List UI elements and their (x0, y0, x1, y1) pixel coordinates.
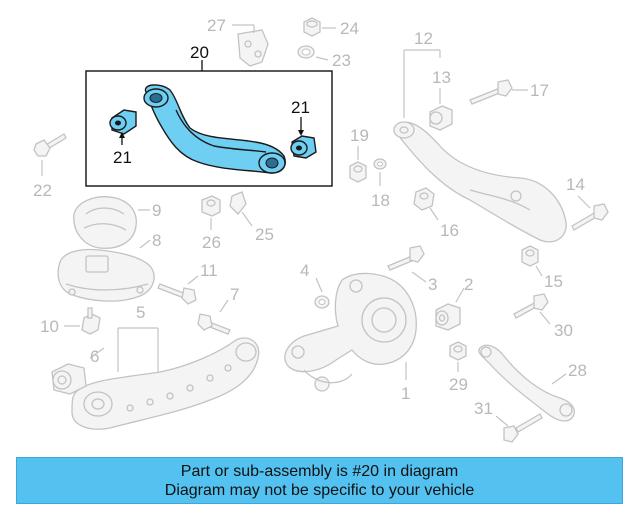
callout-21-right: 21 (291, 98, 310, 117)
callout-17: 17 (530, 81, 549, 100)
part-11-bolt[interactable] (157, 283, 197, 305)
part-9-cover[interactable] (73, 196, 137, 249)
notice-banner: Part or sub-assembly is #20 in diagram D… (16, 457, 623, 504)
part-25-clip[interactable] (229, 191, 247, 215)
part-1-knuckle[interactable] (284, 272, 417, 392)
part-26-nut[interactable] (201, 195, 221, 217)
callout-22: 22 (33, 181, 52, 200)
callout-5: 5 (136, 303, 145, 322)
part-7-bolt[interactable] (197, 313, 231, 335)
callout-7: 7 (230, 285, 239, 304)
part-5-trailing-arm[interactable] (71, 337, 260, 430)
callout-27: 27 (207, 16, 226, 35)
callout-19: 19 (350, 126, 369, 145)
callout-10: 10 (40, 317, 59, 336)
part-13-bushing[interactable] (429, 105, 453, 131)
callout-20: 20 (190, 43, 209, 62)
part-27-bracket[interactable] (237, 29, 269, 67)
callout-30: 30 (554, 321, 573, 340)
part-31-bolt[interactable] (503, 413, 543, 443)
part-24-nut[interactable] (303, 17, 321, 37)
part-30-bolt[interactable] (513, 293, 549, 319)
part-19-nut[interactable] (349, 161, 367, 183)
callout-13: 13 (432, 68, 451, 87)
part-14-bolt[interactable] (571, 203, 609, 231)
part-8-bracket[interactable] (57, 248, 155, 302)
callout-3: 3 (428, 275, 437, 294)
part-21-bushing-left[interactable] (109, 109, 137, 135)
part-20-control-arm[interactable] (143, 84, 286, 174)
highlight-group-box (85, 70, 333, 187)
callout-21-left: 21 (113, 148, 132, 167)
part-15-nut[interactable] (521, 245, 539, 267)
part-16-nut[interactable] (413, 187, 435, 211)
callout-8: 8 (152, 231, 161, 250)
callout-4: 4 (300, 261, 309, 280)
part-18-washer[interactable] (373, 158, 387, 170)
callout-24: 24 (340, 19, 359, 38)
part-28-link[interactable] (478, 344, 575, 422)
callout-9: 9 (152, 201, 161, 220)
callout-26: 26 (202, 233, 221, 252)
part-29-nut[interactable] (449, 341, 467, 361)
callout-1: 1 (401, 384, 410, 403)
part-12-lower-arm[interactable] (393, 121, 567, 243)
callout-18: 18 (371, 191, 390, 210)
part-2-bushing[interactable] (435, 303, 461, 331)
callout-14: 14 (566, 175, 585, 194)
part-10-bolt[interactable] (81, 307, 101, 335)
callout-28: 28 (568, 361, 587, 380)
banner-line-2: Diagram may not be specific to your vehi… (164, 481, 475, 499)
part-17-bolt[interactable] (469, 79, 513, 105)
callout-29: 29 (449, 375, 468, 394)
callout-2: 2 (464, 275, 473, 294)
callout-16: 16 (440, 221, 459, 240)
callout-6: 6 (90, 347, 99, 366)
part-22-bolt[interactable] (33, 133, 67, 157)
callout-31: 31 (474, 399, 493, 418)
part-6-bushing[interactable] (51, 363, 87, 395)
parts-diagram: 20 21 21 27 24 (33, 16, 609, 443)
part-23-washer[interactable] (297, 45, 315, 59)
part-4-washer[interactable] (314, 295, 330, 309)
banner-line-1: Part or sub-assembly is #20 in diagram (180, 462, 459, 480)
callout-11: 11 (200, 261, 218, 280)
part-21-bushing-right[interactable] (290, 135, 317, 159)
callout-23: 23 (332, 51, 351, 70)
callout-25: 25 (255, 225, 274, 244)
part-3-bolt[interactable] (387, 245, 425, 271)
callout-12: 12 (414, 29, 433, 48)
callout-15: 15 (544, 272, 563, 291)
